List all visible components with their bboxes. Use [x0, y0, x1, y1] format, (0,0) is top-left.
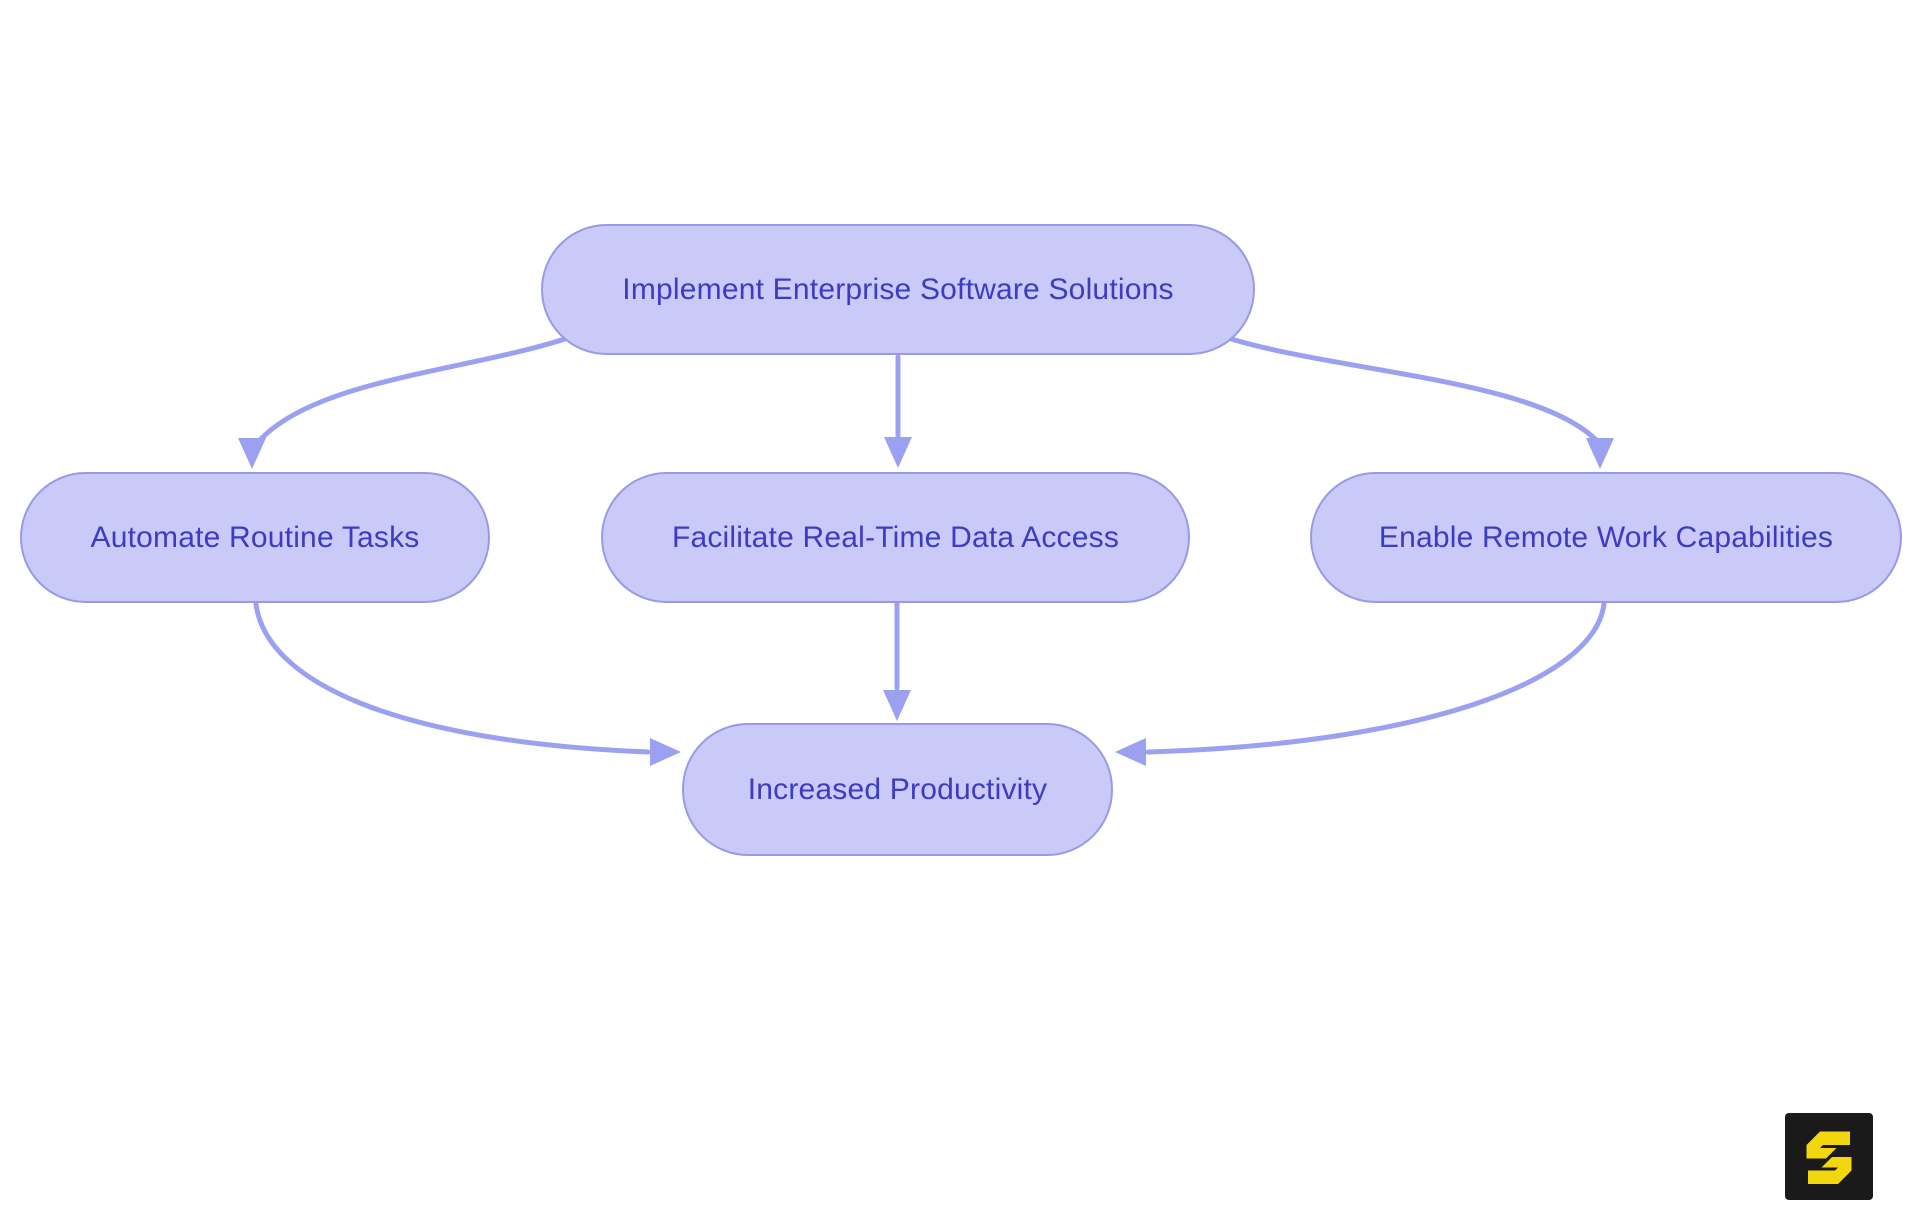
arrowhead-into-realtime: [884, 437, 912, 468]
flowchart-node-automate: Automate Routine Tasks: [20, 472, 490, 603]
node-label-root: Implement Enterprise Software Solutions: [622, 272, 1174, 306]
edge-root-remote: [1219, 333, 1601, 445]
flowchart-node-root: Implement Enterprise Software Solutions: [541, 224, 1255, 355]
edge-automate-productivity: [253, 601, 651, 755]
flowchart-node-productivity: Increased Productivity: [682, 723, 1113, 856]
arrowhead-into-automate: [238, 438, 266, 469]
flowchart-node-realtime: Facilitate Real-Time Data Access: [601, 472, 1190, 603]
node-label-automate: Automate Routine Tasks: [90, 520, 420, 554]
arrowhead-into-remote: [1586, 438, 1614, 469]
brand-s-icon: [1806, 1131, 1852, 1184]
brand-logo: [1785, 1113, 1873, 1200]
arrowhead-into-productivity-left: [650, 738, 681, 766]
edge-root-automate: [255, 333, 577, 445]
node-label-realtime: Facilitate Real-Time Data Access: [671, 520, 1120, 554]
node-label-productivity: Increased Productivity: [747, 772, 1048, 806]
arrowhead-into-productivity-right: [1115, 738, 1146, 766]
node-label-remote: Enable Remote Work Capabilities: [1378, 520, 1834, 554]
arrowhead-into-productivity-top: [883, 690, 911, 721]
flowchart-node-remote: Enable Remote Work Capabilities: [1310, 472, 1902, 603]
edge-remote-productivity: [1145, 601, 1607, 755]
